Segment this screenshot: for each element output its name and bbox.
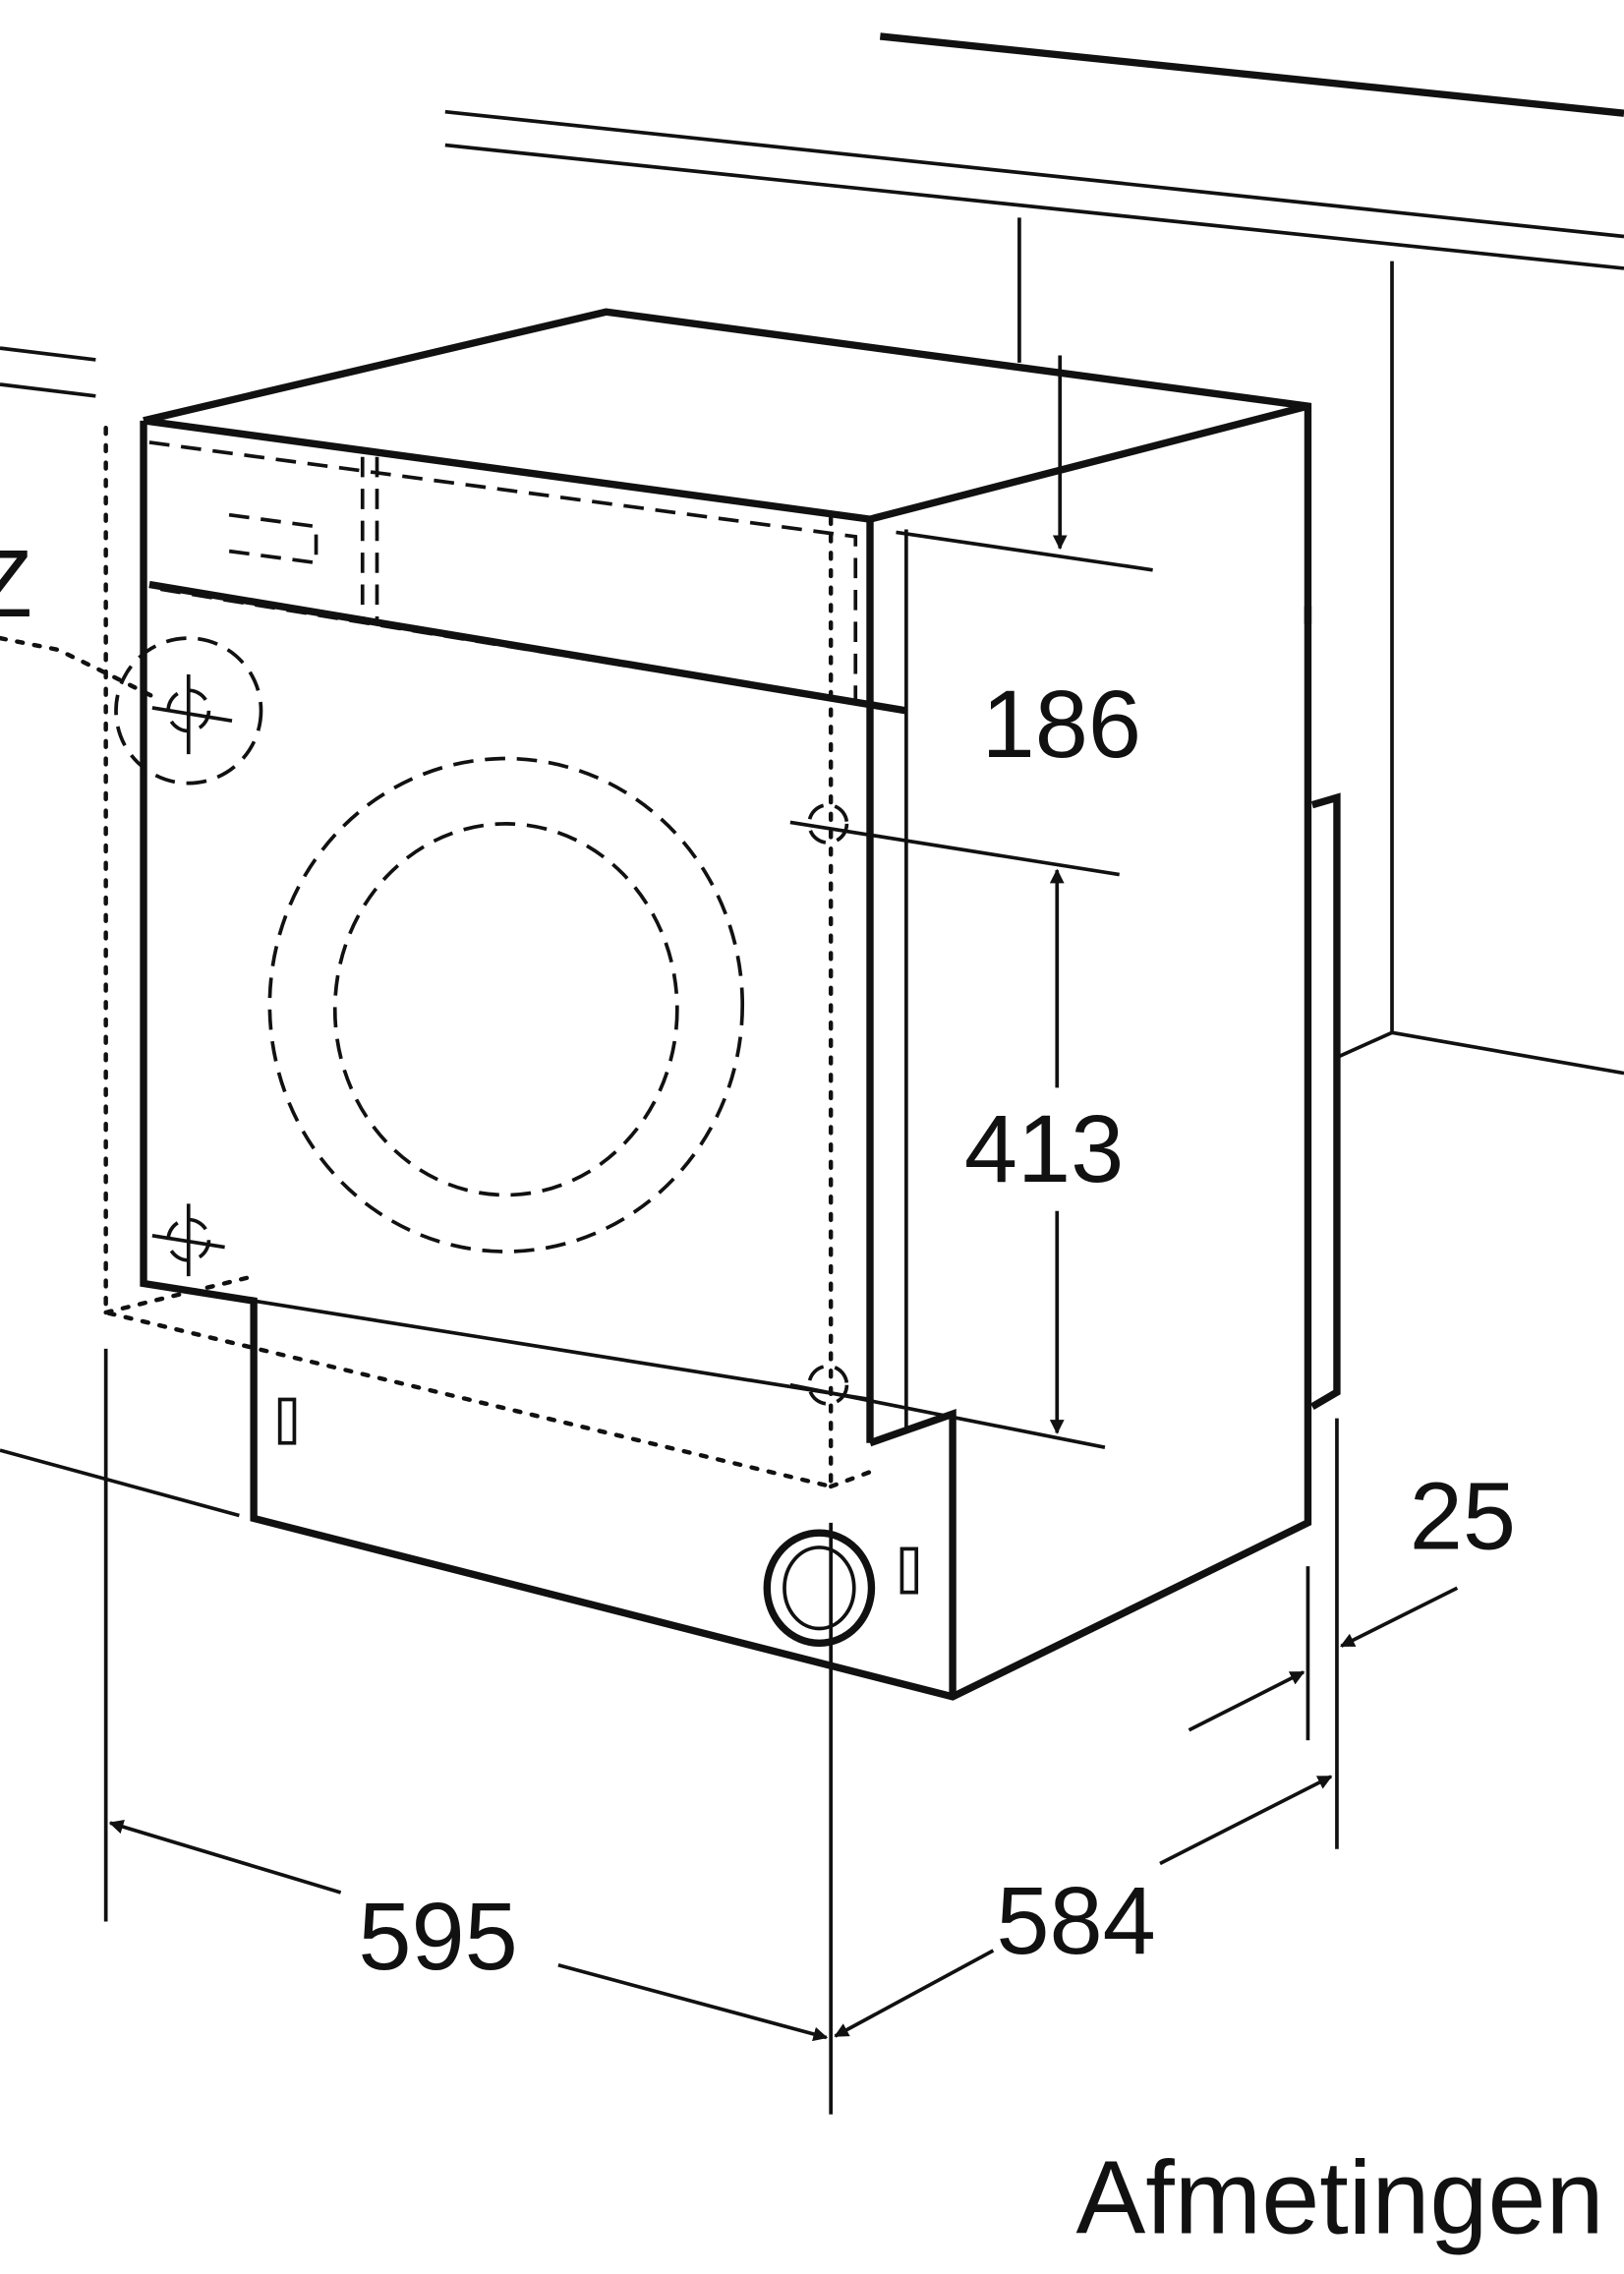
dim-25: 25 [1410,1462,1516,1569]
dim-584: 584 [996,1867,1155,1974]
cabinet-lines [0,32,1624,1518]
dimension-lines [103,355,1459,2115]
caption: Afmetingen [1075,2139,1603,2256]
washing-machine [0,308,1341,1701]
dim-413: 413 [964,1095,1124,1202]
dim-186: 186 [982,671,1141,778]
edge-label: Z [0,530,32,637]
dim-595: 595 [358,1883,517,1990]
